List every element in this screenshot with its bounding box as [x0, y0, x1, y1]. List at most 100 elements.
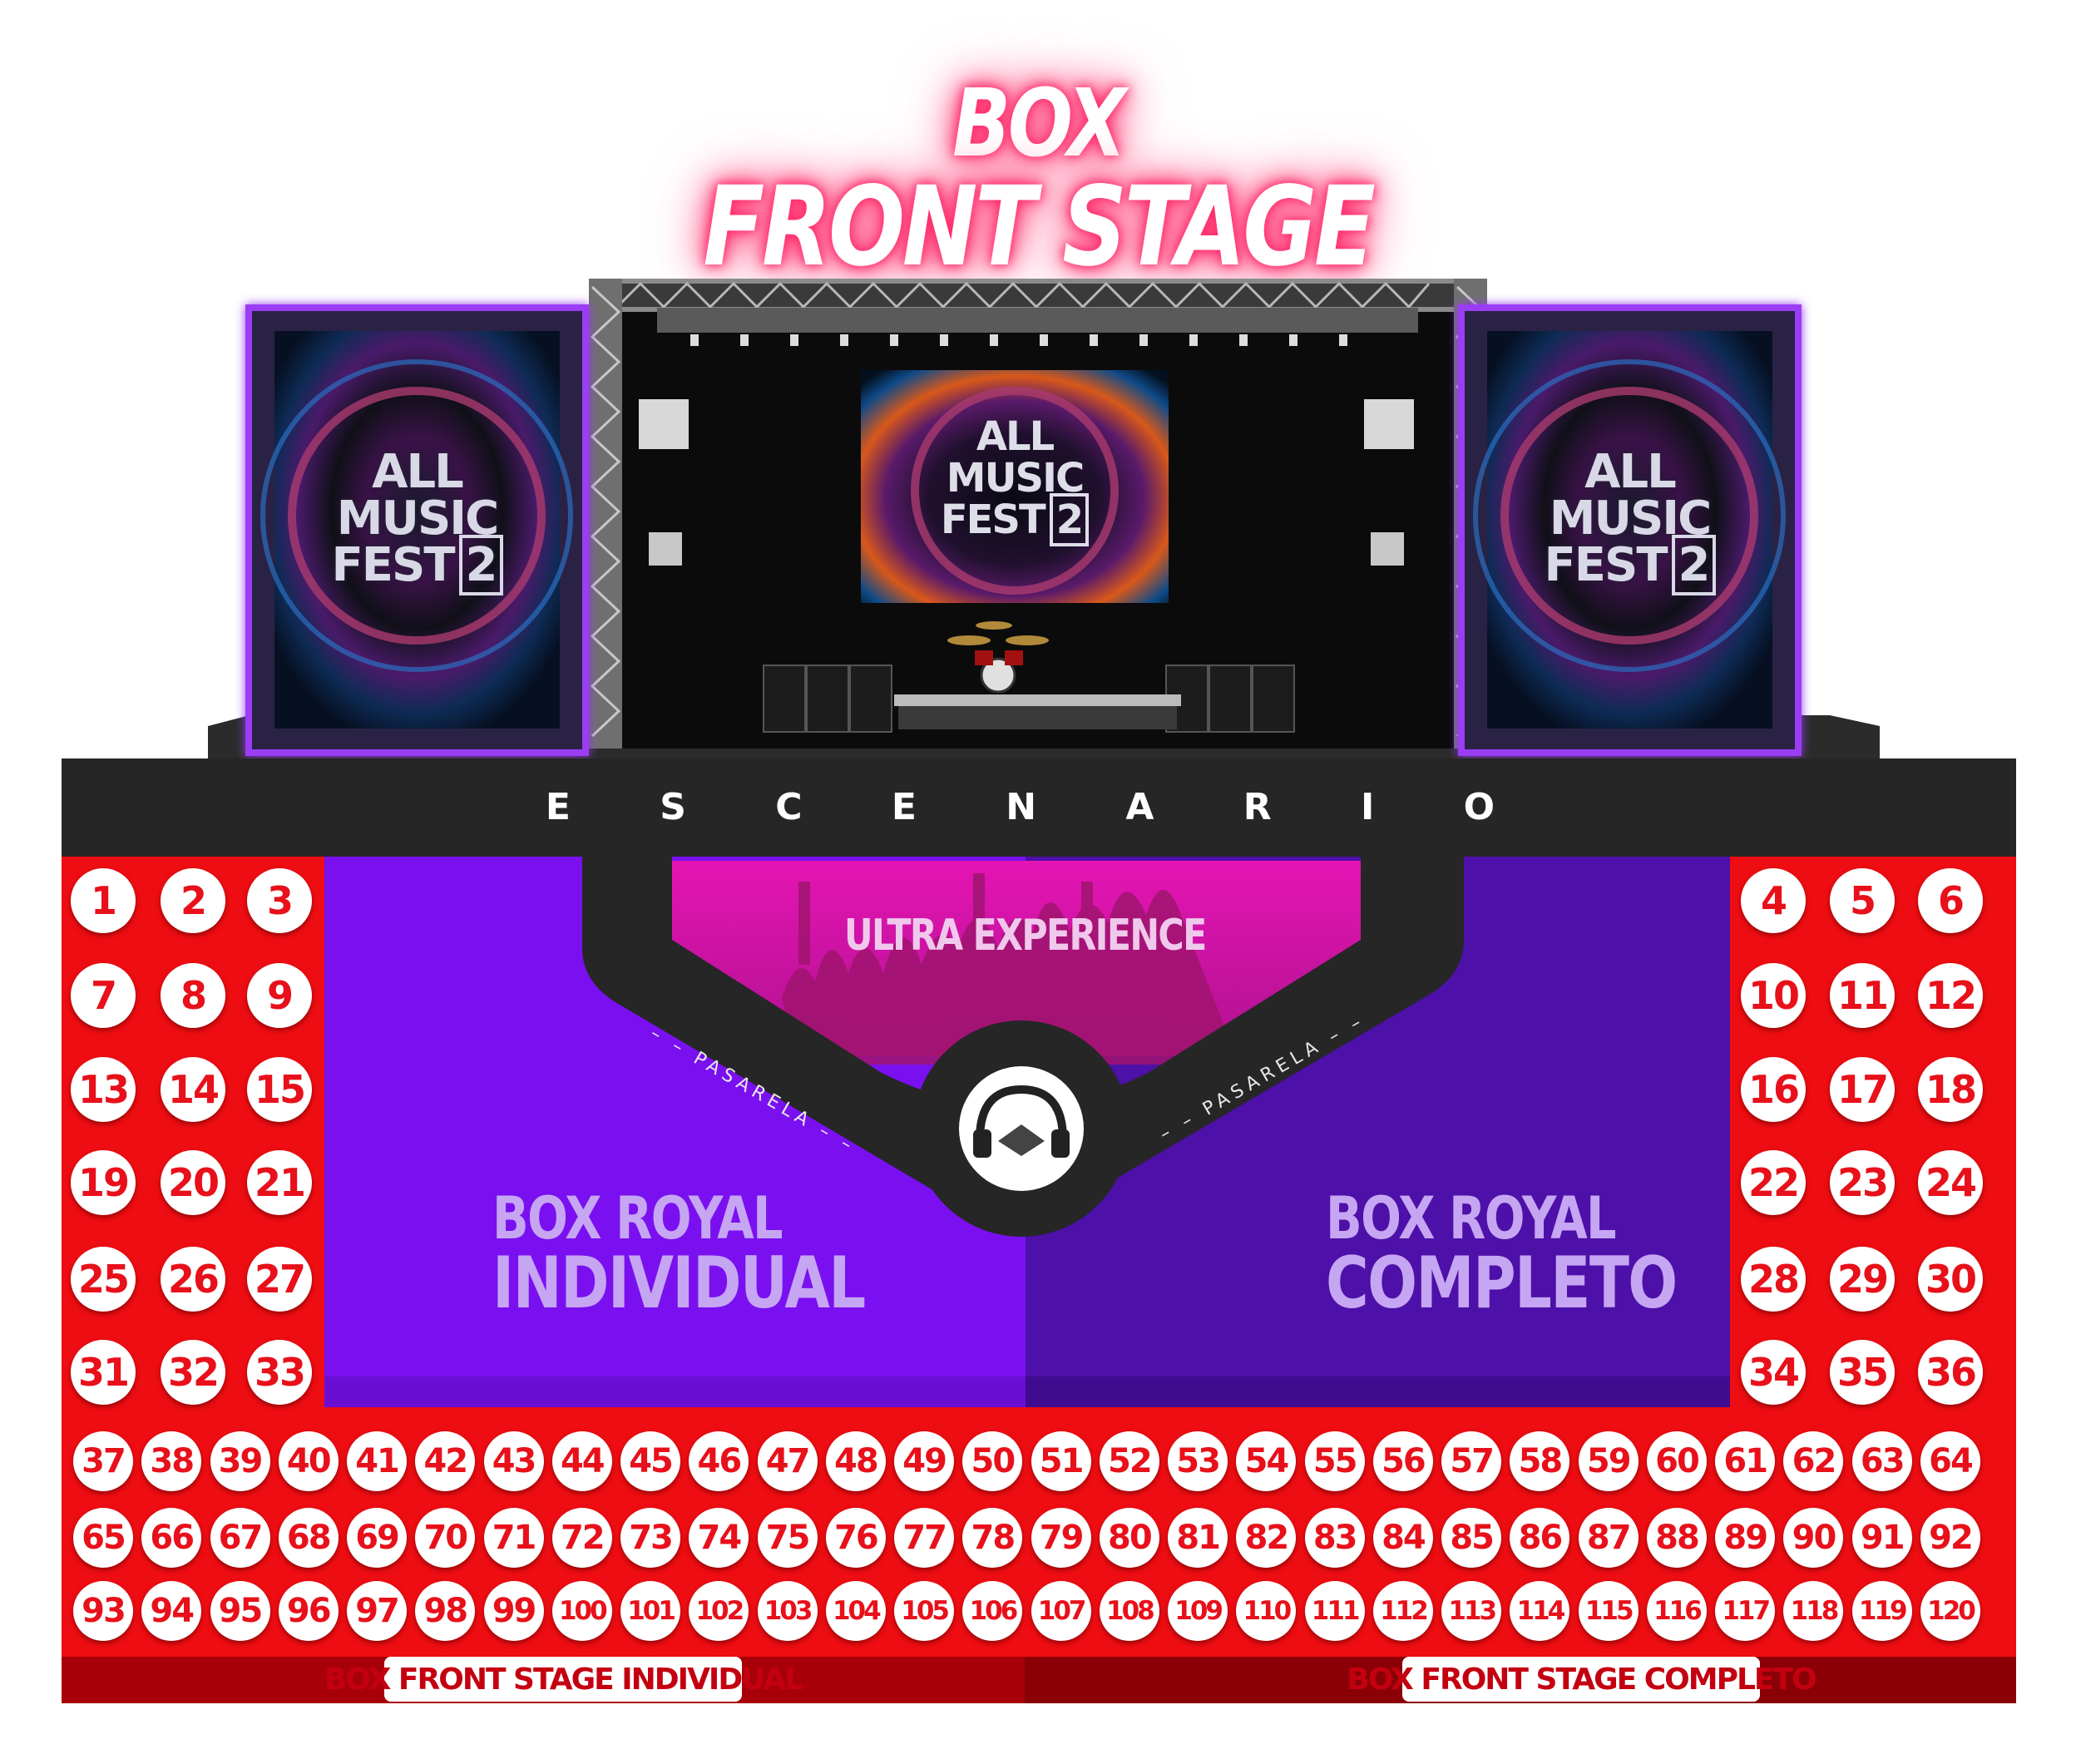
seat-98[interactable]: 98 — [415, 1581, 476, 1641]
seat-6[interactable]: 6 — [1918, 868, 1983, 933]
seat-65[interactable]: 65 — [73, 1508, 133, 1568]
seat-13[interactable]: 13 — [71, 1057, 136, 1122]
seat-114[interactable]: 114 — [1510, 1581, 1570, 1641]
seat-66[interactable]: 66 — [141, 1508, 202, 1568]
seat-28[interactable]: 28 — [1741, 1247, 1806, 1312]
seat-42[interactable]: 42 — [415, 1431, 476, 1491]
seat-14[interactable]: 14 — [161, 1057, 225, 1122]
seat-20[interactable]: 20 — [161, 1150, 225, 1215]
seat-112[interactable]: 112 — [1372, 1581, 1433, 1641]
seat-113[interactable]: 113 — [1441, 1581, 1502, 1641]
seat-59[interactable]: 59 — [1578, 1431, 1639, 1491]
seat-64[interactable]: 64 — [1920, 1431, 1980, 1491]
seat-17[interactable]: 17 — [1830, 1057, 1895, 1122]
seat-51[interactable]: 51 — [1031, 1431, 1091, 1491]
seat-111[interactable]: 111 — [1304, 1581, 1365, 1641]
seat-107[interactable]: 107 — [1031, 1581, 1091, 1641]
seat-50[interactable]: 50 — [962, 1431, 1023, 1491]
seat-48[interactable]: 48 — [825, 1431, 886, 1491]
seat-72[interactable]: 72 — [551, 1508, 612, 1568]
seat-39[interactable]: 39 — [210, 1431, 270, 1491]
seat-4[interactable]: 4 — [1741, 868, 1806, 933]
seat-31[interactable]: 31 — [71, 1340, 136, 1405]
seat-15[interactable]: 15 — [247, 1057, 312, 1122]
seat-45[interactable]: 45 — [620, 1431, 681, 1491]
seat-108[interactable]: 108 — [1099, 1581, 1159, 1641]
seat-101[interactable]: 101 — [620, 1581, 681, 1641]
seat-18[interactable]: 18 — [1918, 1057, 1983, 1122]
seat-9[interactable]: 9 — [247, 963, 312, 1028]
seat-25[interactable]: 25 — [71, 1247, 136, 1312]
seat-55[interactable]: 55 — [1304, 1431, 1365, 1491]
seat-21[interactable]: 21 — [247, 1150, 312, 1215]
seat-32[interactable]: 32 — [161, 1340, 225, 1405]
seat-116[interactable]: 116 — [1646, 1581, 1707, 1641]
seat-19[interactable]: 19 — [71, 1150, 136, 1215]
seat-60[interactable]: 60 — [1646, 1431, 1707, 1491]
seat-47[interactable]: 47 — [757, 1431, 818, 1491]
seat-16[interactable]: 16 — [1741, 1057, 1806, 1122]
seat-100[interactable]: 100 — [551, 1581, 612, 1641]
seat-115[interactable]: 115 — [1578, 1581, 1639, 1641]
seat-7[interactable]: 7 — [71, 963, 136, 1028]
seat-38[interactable]: 38 — [141, 1431, 202, 1491]
seat-35[interactable]: 35 — [1830, 1340, 1895, 1405]
seat-89[interactable]: 89 — [1715, 1508, 1776, 1568]
seat-67[interactable]: 67 — [210, 1508, 270, 1568]
seat-1[interactable]: 1 — [71, 868, 136, 933]
seat-56[interactable]: 56 — [1372, 1431, 1433, 1491]
seat-36[interactable]: 36 — [1918, 1340, 1983, 1405]
seat-81[interactable]: 81 — [1168, 1508, 1228, 1568]
seat-74[interactable]: 74 — [689, 1508, 749, 1568]
seat-8[interactable]: 8 — [161, 963, 225, 1028]
seat-53[interactable]: 53 — [1168, 1431, 1228, 1491]
seat-87[interactable]: 87 — [1578, 1508, 1639, 1568]
seat-80[interactable]: 80 — [1099, 1508, 1159, 1568]
seat-29[interactable]: 29 — [1830, 1247, 1895, 1312]
seat-106[interactable]: 106 — [962, 1581, 1023, 1641]
seat-77[interactable]: 77 — [894, 1508, 955, 1568]
seat-10[interactable]: 10 — [1741, 963, 1806, 1028]
seat-118[interactable]: 118 — [1783, 1581, 1844, 1641]
seat-117[interactable]: 117 — [1715, 1581, 1776, 1641]
seat-5[interactable]: 5 — [1830, 868, 1895, 933]
seat-120[interactable]: 120 — [1920, 1581, 1980, 1641]
seat-22[interactable]: 22 — [1741, 1150, 1806, 1215]
seat-33[interactable]: 33 — [247, 1340, 312, 1405]
seat-84[interactable]: 84 — [1372, 1508, 1433, 1568]
seat-43[interactable]: 43 — [483, 1431, 544, 1491]
seat-46[interactable]: 46 — [689, 1431, 749, 1491]
seat-27[interactable]: 27 — [247, 1247, 312, 1312]
seat-75[interactable]: 75 — [757, 1508, 818, 1568]
seat-12[interactable]: 12 — [1918, 963, 1983, 1028]
seat-102[interactable]: 102 — [689, 1581, 749, 1641]
seat-23[interactable]: 23 — [1830, 1150, 1895, 1215]
seat-83[interactable]: 83 — [1304, 1508, 1365, 1568]
seat-99[interactable]: 99 — [483, 1581, 544, 1641]
seat-61[interactable]: 61 — [1715, 1431, 1776, 1491]
seat-71[interactable]: 71 — [483, 1508, 544, 1568]
seat-49[interactable]: 49 — [894, 1431, 955, 1491]
seat-90[interactable]: 90 — [1783, 1508, 1844, 1568]
seat-70[interactable]: 70 — [415, 1508, 476, 1568]
seat-73[interactable]: 73 — [620, 1508, 681, 1568]
seat-34[interactable]: 34 — [1741, 1340, 1806, 1405]
seat-52[interactable]: 52 — [1099, 1431, 1159, 1491]
seat-93[interactable]: 93 — [73, 1581, 133, 1641]
seat-91[interactable]: 91 — [1851, 1508, 1912, 1568]
seat-76[interactable]: 76 — [825, 1508, 886, 1568]
seat-105[interactable]: 105 — [894, 1581, 955, 1641]
seat-58[interactable]: 58 — [1510, 1431, 1570, 1491]
seat-86[interactable]: 86 — [1510, 1508, 1570, 1568]
seat-24[interactable]: 24 — [1918, 1150, 1983, 1215]
seat-37[interactable]: 37 — [73, 1431, 133, 1491]
seat-85[interactable]: 85 — [1441, 1508, 1502, 1568]
seat-109[interactable]: 109 — [1168, 1581, 1228, 1641]
seat-92[interactable]: 92 — [1920, 1508, 1980, 1568]
seat-110[interactable]: 110 — [1236, 1581, 1297, 1641]
seat-88[interactable]: 88 — [1646, 1508, 1707, 1568]
seat-103[interactable]: 103 — [757, 1581, 818, 1641]
seat-82[interactable]: 82 — [1236, 1508, 1297, 1568]
seat-44[interactable]: 44 — [551, 1431, 612, 1491]
seat-2[interactable]: 2 — [161, 868, 225, 933]
